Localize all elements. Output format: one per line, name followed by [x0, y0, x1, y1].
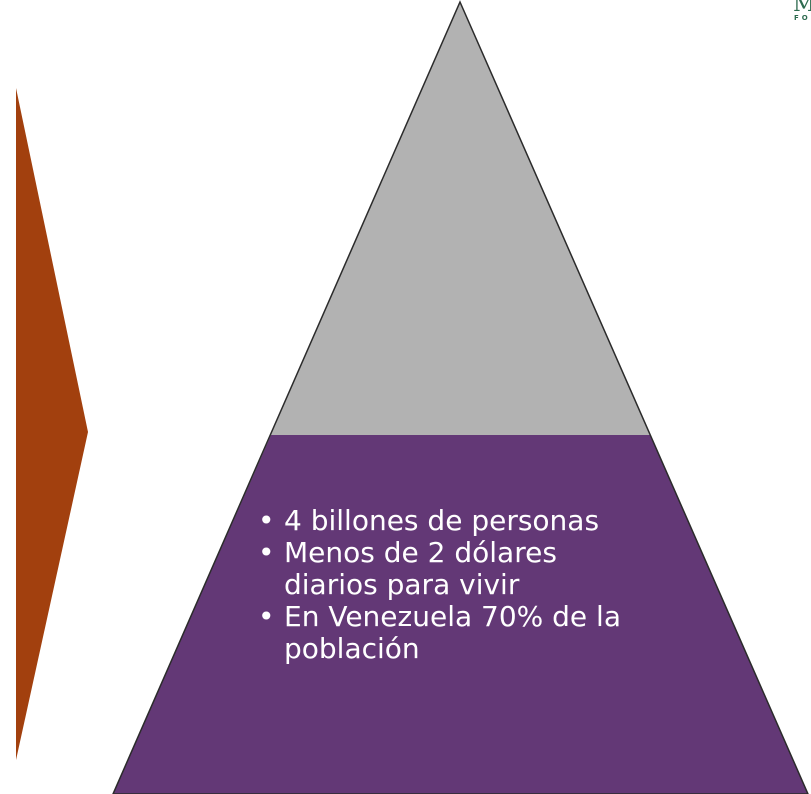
bullet-list: 4 billones de personas Menos de 2 dólare… [256, 505, 676, 665]
logo-mark: M [793, 0, 811, 17]
bullet-item: Menos de 2 dólares diarios para vivir [256, 537, 624, 601]
pyramid-outline [112, 0, 809, 794]
logo-wordmark: FO [794, 14, 811, 22]
bullet-item: 4 billones de personas [256, 505, 676, 538]
side-arrow-shape [16, 88, 88, 760]
bullet-item: En Venezuela 70% de la población [256, 601, 624, 665]
pyramid-top-level [271, 2, 650, 435]
corner-logo: M FO [793, 0, 811, 28]
